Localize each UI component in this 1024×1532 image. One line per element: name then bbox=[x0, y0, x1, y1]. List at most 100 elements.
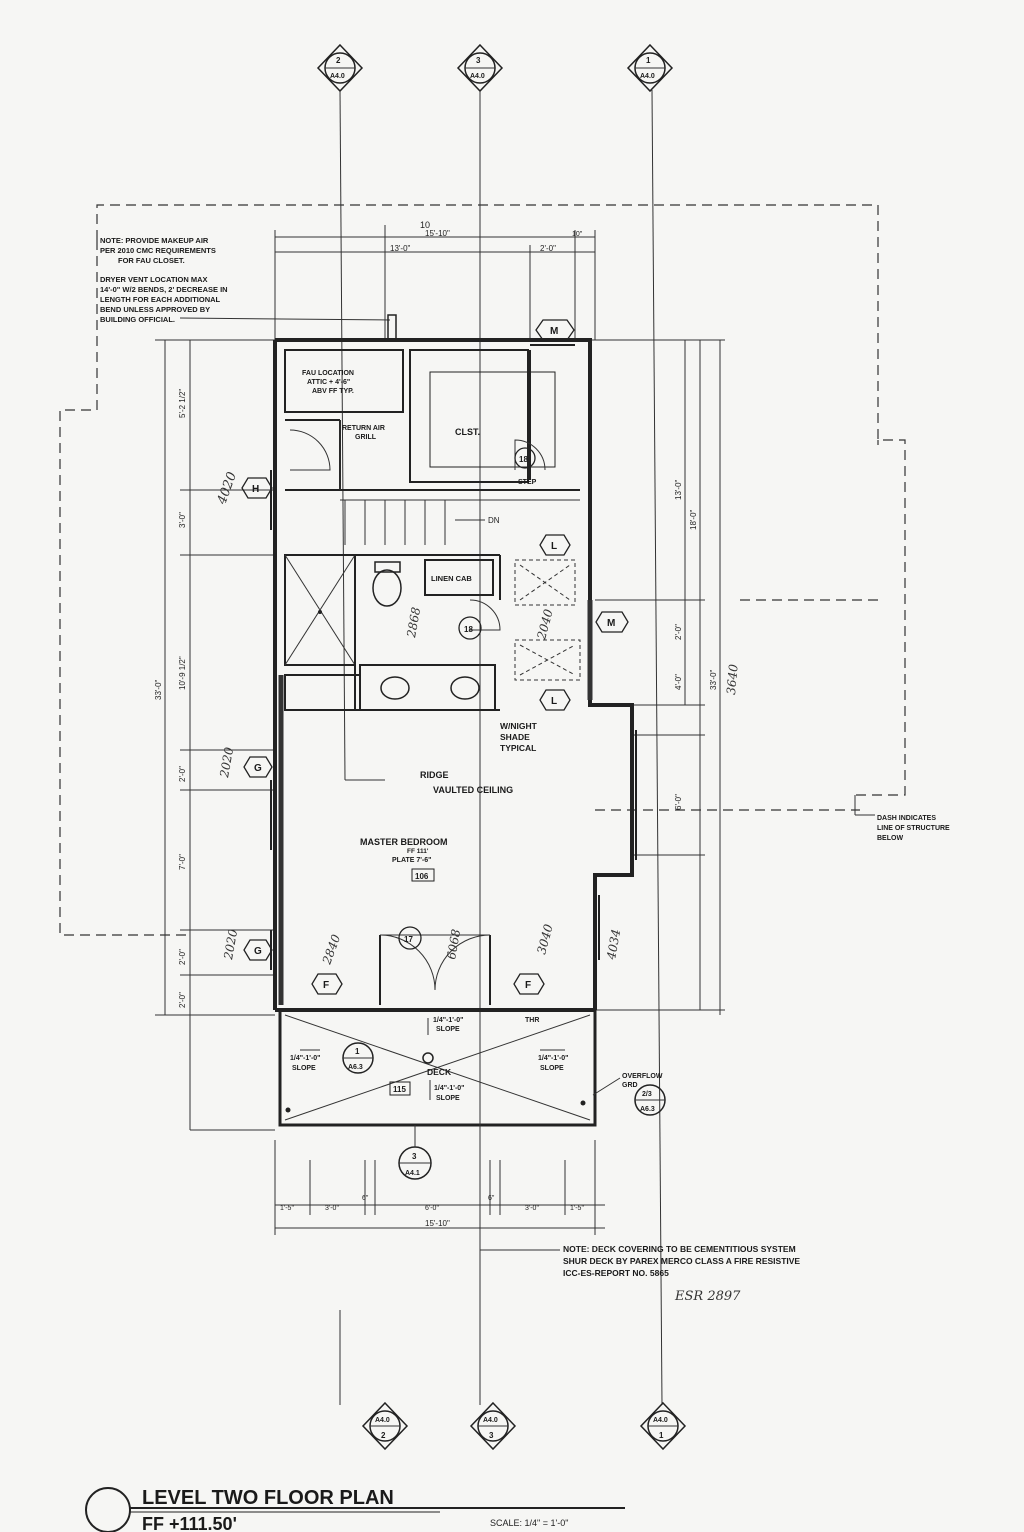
section-top-3-number: 3 bbox=[476, 56, 481, 65]
handnote-8: 4034 bbox=[604, 928, 623, 961]
section-bottom-1-sheet: A4.0 bbox=[653, 1417, 668, 1424]
handwritten-esr: ESR 2897 bbox=[674, 1289, 741, 1304]
door-tag-18-closet: 18 bbox=[514, 447, 536, 469]
exterior-walls bbox=[273, 338, 634, 1127]
section-marker-top-2: 2 A4.0 bbox=[316, 43, 364, 93]
nightshade-label-3: TYPICAL bbox=[500, 743, 536, 753]
nightshade-label-1: W/NIGHT bbox=[500, 721, 538, 731]
vaulted-label: VAULTED CEILING bbox=[433, 785, 513, 795]
dash-indicates-note: DASH INDICATES LINE OF STRUCTURE BELOW bbox=[877, 815, 950, 842]
slope-left-1: 1/4"-1'-0" bbox=[290, 1055, 320, 1062]
hex-tag-m-right: M bbox=[595, 611, 629, 633]
dim-top-4: 10" bbox=[572, 231, 583, 238]
dryer-vent-note-line-5: BUILDING OFFICIAL. bbox=[100, 315, 175, 324]
master-room-number: 106 bbox=[415, 872, 429, 881]
doors bbox=[289, 429, 581, 991]
dim-bottom-5: 6" bbox=[488, 1195, 495, 1202]
slope-top-1: 1/4"-1'-0" bbox=[433, 1017, 463, 1024]
nightshade-label-2: SHADE bbox=[500, 732, 530, 742]
door-tag-17-label: 17 bbox=[404, 935, 413, 944]
section-bottom-2-sheet: A4.0 bbox=[375, 1417, 390, 1424]
detail-overflow-number: 2/3 bbox=[642, 1091, 652, 1098]
hex-tag-g-lower: G bbox=[243, 939, 273, 961]
dim-bottom-4: 6'-0" bbox=[425, 1205, 439, 1212]
linen-label: LINEN CAB bbox=[431, 574, 472, 583]
section-top-1-number: 1 bbox=[646, 56, 651, 65]
dim-bottom-7: 1'-5" bbox=[570, 1205, 584, 1212]
windows bbox=[270, 344, 637, 970]
deck-note-line-2: SHUR DECK BY PAREX MERCO CLASS A FIRE RE… bbox=[563, 1256, 800, 1266]
handnote-7: 3640 bbox=[724, 663, 741, 695]
return-air-label-1: RETURN AIR bbox=[342, 425, 385, 432]
handnote-1: 4020 bbox=[214, 470, 240, 507]
dryer-vent-note-line-3: LENGTH FOR EACH ADDITIONAL bbox=[100, 295, 221, 304]
drawing-scale: SCALE: 1/4" = 1'-0" bbox=[490, 1518, 568, 1528]
section-bottom-2-number: 2 bbox=[381, 1431, 386, 1440]
hex-tag-f-right: F bbox=[513, 973, 545, 995]
dim-top-1: 15'-10" bbox=[425, 229, 450, 238]
detail-deck-1-sheet: A6.3 bbox=[348, 1064, 363, 1071]
hex-tag-f-right-label: F bbox=[525, 980, 531, 991]
section-bottom-1-number: 1 bbox=[659, 1431, 664, 1440]
dim-bottom-1: 1'-5" bbox=[280, 1205, 294, 1212]
master-plate-label: PLATE 7'-6" bbox=[392, 857, 431, 864]
handnote-10: 3040 bbox=[534, 922, 556, 955]
slope-center-2: SLOPE bbox=[436, 1095, 460, 1102]
door-tag-18-closet-label: 18 bbox=[519, 455, 528, 464]
deck-note-line-1: NOTE: DECK COVERING TO BE CEMENTITIOUS S… bbox=[563, 1244, 796, 1254]
closet-label: CLST. bbox=[455, 427, 480, 437]
dim-top-3: 2'-0" bbox=[540, 244, 556, 253]
section-marker-bottom-3: A4.0 3 bbox=[469, 1401, 517, 1451]
master-ff-label: FF 111' bbox=[407, 848, 429, 855]
fau-label-3: ABV FF TYP. bbox=[312, 388, 354, 395]
slope-right-2: SLOPE bbox=[540, 1065, 564, 1072]
makeup-air-note-line-1: NOTE: PROVIDE MAKEUP AIR bbox=[100, 236, 209, 245]
hex-tag-l-lower: L bbox=[539, 689, 571, 711]
hex-tag-m-top: M bbox=[535, 319, 575, 341]
dim-left-4: 33'-0" bbox=[154, 679, 163, 700]
dim-right-2: 18'-0" bbox=[689, 509, 698, 530]
slope-left-2: SLOPE bbox=[292, 1065, 316, 1072]
deck-area bbox=[284, 1014, 591, 1121]
dryer-vent-note-line-2: 14'-0" W/2 BENDS, 2' DECREASE IN bbox=[100, 285, 228, 294]
dash-note-line-2: LINE OF STRUCTURE bbox=[877, 825, 950, 832]
section-top-3-sheet: A4.0 bbox=[470, 73, 485, 80]
dim-left-5: 2'-0" bbox=[178, 766, 187, 782]
dash-note-line-3: BELOW bbox=[877, 835, 903, 842]
dryer-vent-note-line-1: DRYER VENT LOCATION MAX bbox=[100, 275, 208, 284]
makeup-air-note-line-3: FOR FAU CLOSET. bbox=[118, 256, 185, 265]
handnote-3: 2040 bbox=[534, 607, 556, 641]
dim-top-2: 13'-0" bbox=[390, 244, 411, 253]
dim-bottom-6: 3'-0" bbox=[525, 1205, 539, 1212]
step-label: STEP bbox=[518, 479, 537, 486]
dryer-vent-note: DRYER VENT LOCATION MAX 14'-0" W/2 BENDS… bbox=[100, 275, 397, 341]
section-top-2-number: 2 bbox=[336, 56, 341, 65]
section-bottom-3-number: 3 bbox=[489, 1431, 494, 1440]
hex-tag-m-top-label: M bbox=[550, 326, 558, 337]
overflow-label: OVERFLOW bbox=[622, 1073, 663, 1080]
threshold-label: THR bbox=[525, 1017, 539, 1024]
dash-note-line-1: DASH INDICATES bbox=[877, 815, 936, 822]
detail-marker-overflow: 2/3 A6.3 bbox=[634, 1084, 666, 1116]
deck-covering-note: NOTE: DECK COVERING TO BE CEMENTITIOUS S… bbox=[563, 1244, 800, 1278]
hex-tag-f-left: F bbox=[311, 973, 343, 995]
drawing-title: LEVEL TWO FLOOR PLAN bbox=[142, 1487, 394, 1509]
title-block: LEVEL TWO FLOOR PLAN FF +111.50' SCALE: … bbox=[85, 1487, 625, 1532]
interior-walls bbox=[284, 349, 580, 1005]
deck-room-number: 115 bbox=[393, 1085, 406, 1094]
detail-deck-3-sheet: A4.1 bbox=[405, 1170, 420, 1177]
dim-left-1: 5'-2 1/2" bbox=[178, 389, 187, 418]
hex-tag-g-upper-label: G bbox=[254, 763, 262, 774]
dim-right-6: 6'-0" bbox=[674, 794, 683, 810]
dim-left-3: 10'-9 1/2" bbox=[178, 656, 187, 690]
detail-deck-1-number: 1 bbox=[355, 1047, 360, 1056]
detail-marker-deck-3: 3 A4.1 bbox=[398, 1125, 432, 1180]
ridge-label: RIDGE bbox=[420, 770, 449, 780]
dryer-vent-note-line-4: BEND UNLESS APPROVED BY bbox=[100, 305, 210, 314]
left-dimensions: 5'-2 1/2" 3'-0" 10'-9 1/2" 33'-0" 2'-0" … bbox=[154, 339, 275, 1131]
master-bedroom-label: MASTER BEDROOM bbox=[360, 837, 448, 847]
section-marker-top-1: 1 A4.0 bbox=[626, 43, 674, 93]
detail-overflow-sheet: A6.3 bbox=[640, 1106, 655, 1113]
